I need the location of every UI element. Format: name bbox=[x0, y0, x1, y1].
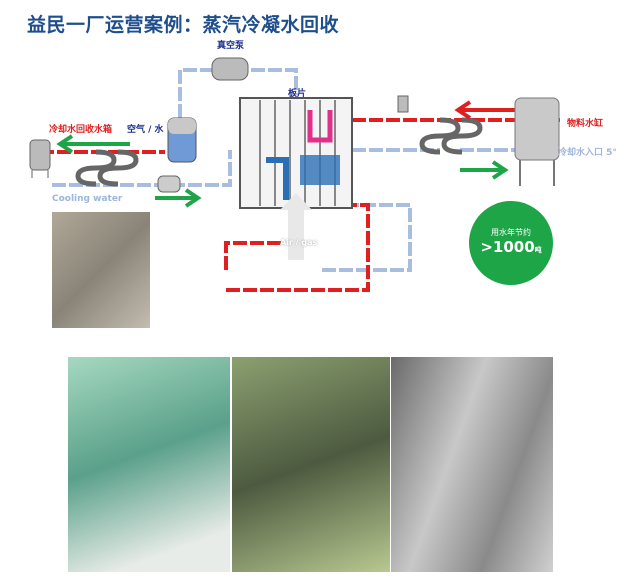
cooling-tank-icon bbox=[29, 139, 51, 178]
heat-exchanger-coil-left bbox=[75, 149, 139, 187]
page-title: 益民一厂运营案例：蒸汽冷凝水回收 bbox=[27, 14, 340, 36]
flow-arrows-green bbox=[56, 134, 509, 208]
savings-value: >1000 bbox=[480, 238, 535, 256]
vacuum-pump-label: 真空泵 bbox=[217, 41, 245, 51]
air-gas-arrow bbox=[280, 193, 312, 260]
photo-recovery-tank bbox=[68, 357, 230, 572]
separator-tank-icon bbox=[167, 117, 197, 163]
plate-label: 板片 bbox=[288, 89, 307, 99]
cooling-inlet-label: 冷却水入口 5° bbox=[558, 148, 617, 158]
material-tank-icon bbox=[514, 97, 560, 186]
water-pump-icon bbox=[157, 175, 181, 193]
savings-caption: 用水年节约 bbox=[491, 228, 531, 237]
flow-arrow-red bbox=[454, 100, 515, 120]
vacuum-pump-icon bbox=[211, 57, 249, 81]
photo-tank-small bbox=[52, 212, 150, 328]
photo-storage-tanks bbox=[391, 357, 553, 572]
heat-exchanger-coil-right bbox=[419, 117, 483, 155]
air-gas-label: Air / gas bbox=[280, 238, 318, 247]
photo-heat-exchanger bbox=[232, 357, 390, 572]
savings-unit: 吨 bbox=[534, 246, 542, 254]
process-diagram bbox=[29, 57, 560, 292]
savings-amount: >1000吨 bbox=[469, 238, 553, 256]
savings-badge: 用水年节约 >1000吨 bbox=[469, 201, 553, 285]
air-water-label: 空气 / 水 bbox=[127, 125, 164, 135]
plate-heat-exchanger bbox=[239, 97, 353, 209]
cooling-tank-label: 冷却水回收水箱 bbox=[49, 125, 113, 135]
valve-icon bbox=[397, 95, 409, 113]
material-tank-label: 物料水缸 bbox=[567, 119, 604, 129]
cooling-water-label: Cooling water bbox=[52, 194, 123, 204]
